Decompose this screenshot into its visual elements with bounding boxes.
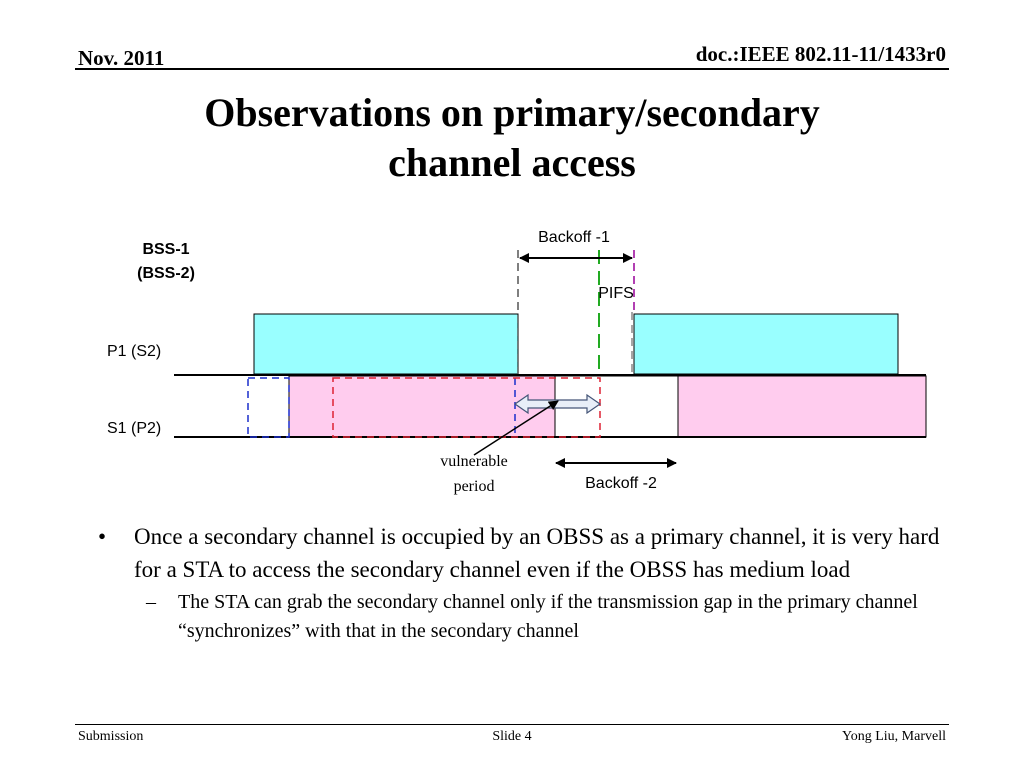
footer-slide-number: Slide 4 <box>492 729 532 744</box>
bullet-dot: • <box>98 524 107 549</box>
slide-title-line1: Observations on primary/secondary <box>204 90 820 135</box>
slide-title-line2: channel access <box>388 140 636 185</box>
row-label-p1: P1 (S2) <box>107 343 161 360</box>
row-label-s1: S1 (P2) <box>107 420 161 437</box>
vulnerable-pointer <box>473 400 559 456</box>
red-dashed-box <box>332 377 601 438</box>
vulnerable-period-arrow <box>513 393 602 415</box>
header-date: Nov. 2011 <box>78 46 165 70</box>
footer-submission: Submission <box>78 729 144 744</box>
sub-bullet-dash: – <box>146 591 156 613</box>
header-rule <box>75 68 949 70</box>
pifs-label: PIFS <box>598 285 634 302</box>
p1-busy-block-2 <box>633 313 899 375</box>
bss-label-alt: (BSS-2) <box>137 265 195 282</box>
blue-dashed-box-1 <box>247 377 290 438</box>
sub-bullet-text-1: The STA can grab the secondary channel o… <box>178 591 918 642</box>
vulnerable-label-line1: vulnerable <box>440 453 508 470</box>
backoff2-label: Backoff -2 <box>585 475 657 492</box>
p1-busy-block-1 <box>253 313 519 375</box>
bullet-item-1: • Once a secondary channel is occupied b… <box>98 520 948 586</box>
header-doc-id: doc.:IEEE 802.11-11/1433r0 <box>695 42 946 66</box>
bullet-list: • Once a secondary channel is occupied b… <box>98 520 948 646</box>
slide-title: Observations on primary/secondary channe… <box>0 88 1024 188</box>
s1-busy-block-2 <box>677 375 927 438</box>
backoff1-label: Backoff -1 <box>538 229 610 246</box>
vulnerable-label-line2: period <box>454 478 495 495</box>
sub-bullet-item-1: – The STA can grab the secondary channel… <box>98 588 948 646</box>
bullet-text-1: Once a secondary channel is occupied by … <box>134 524 940 582</box>
footer-author: Yong Liu, Marvell <box>842 729 946 744</box>
footer-rule <box>75 724 949 725</box>
bss-label: BSS-1 <box>142 241 189 258</box>
